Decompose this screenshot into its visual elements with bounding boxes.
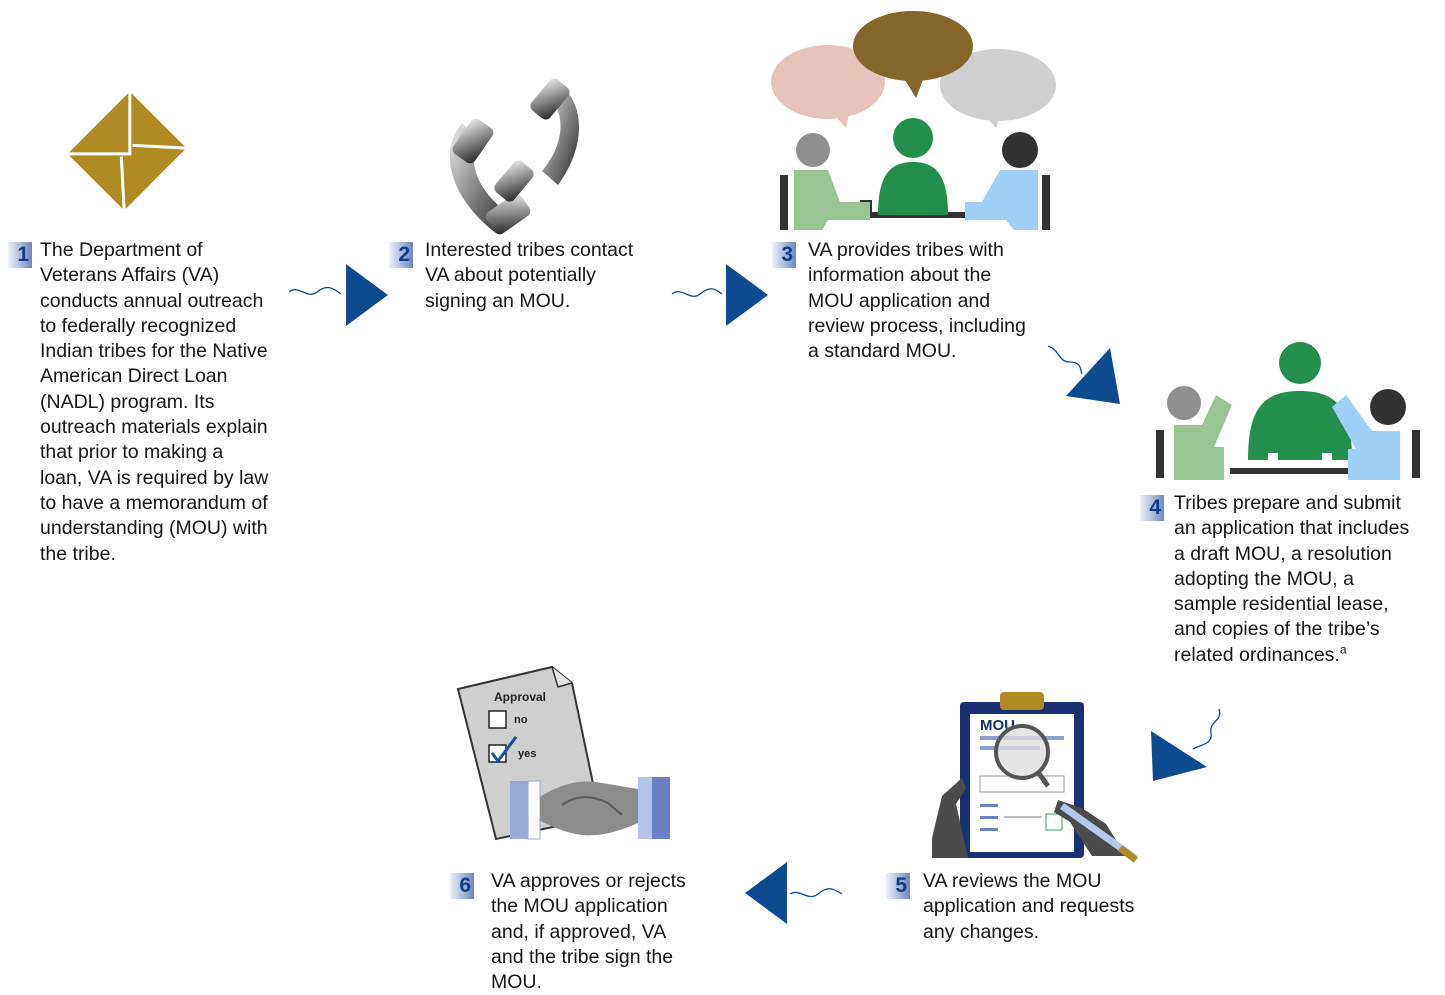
meeting-raised-hands-icon (1156, 342, 1420, 480)
clipboard-review-icon: MOU (932, 692, 1139, 863)
step-number-2: 2 (389, 242, 413, 268)
step-5-text: VA reviews the MOU application and reque… (923, 870, 1135, 943)
arrow-down-right-icon (1047, 345, 1120, 404)
step-number-6: 6 (450, 873, 474, 899)
approval-option-yes: yes (518, 748, 536, 760)
step-number-4: 4 (1140, 495, 1164, 521)
envelope-icon (67, 91, 187, 211)
meeting-discussion-icon (771, 11, 1056, 230)
step-4-text: Tribes prepare and submit an application… (1174, 492, 1410, 666)
step-1-text: The Department of Veterans Affairs (VA) … (40, 239, 269, 565)
step-4-text-block: Tribes prepare and submit an application… (1174, 491, 1409, 668)
approval-option-no: no (514, 714, 528, 726)
step-6-text: VA approves or rejects the MOU applicati… (491, 870, 686, 994)
arrow-right-icon (671, 264, 768, 326)
arrow-down-left-icon (1151, 708, 1221, 781)
step-2-text: Interested tribes contact VA about poten… (425, 239, 634, 312)
arrow-right-icon (288, 264, 388, 326)
step-3-text: VA provides tribes with information abou… (808, 239, 1026, 363)
approval-title: Approval (494, 690, 546, 704)
step-number-1: 1 (8, 242, 32, 268)
step-number-3: 3 (772, 242, 796, 268)
telephone-icon (449, 78, 579, 235)
arrow-left-icon (745, 862, 843, 924)
handshake-approval-icon: Approval no yes (456, 665, 670, 841)
step-number-5: 5 (886, 873, 910, 899)
footnote-marker: a (1339, 642, 1347, 657)
